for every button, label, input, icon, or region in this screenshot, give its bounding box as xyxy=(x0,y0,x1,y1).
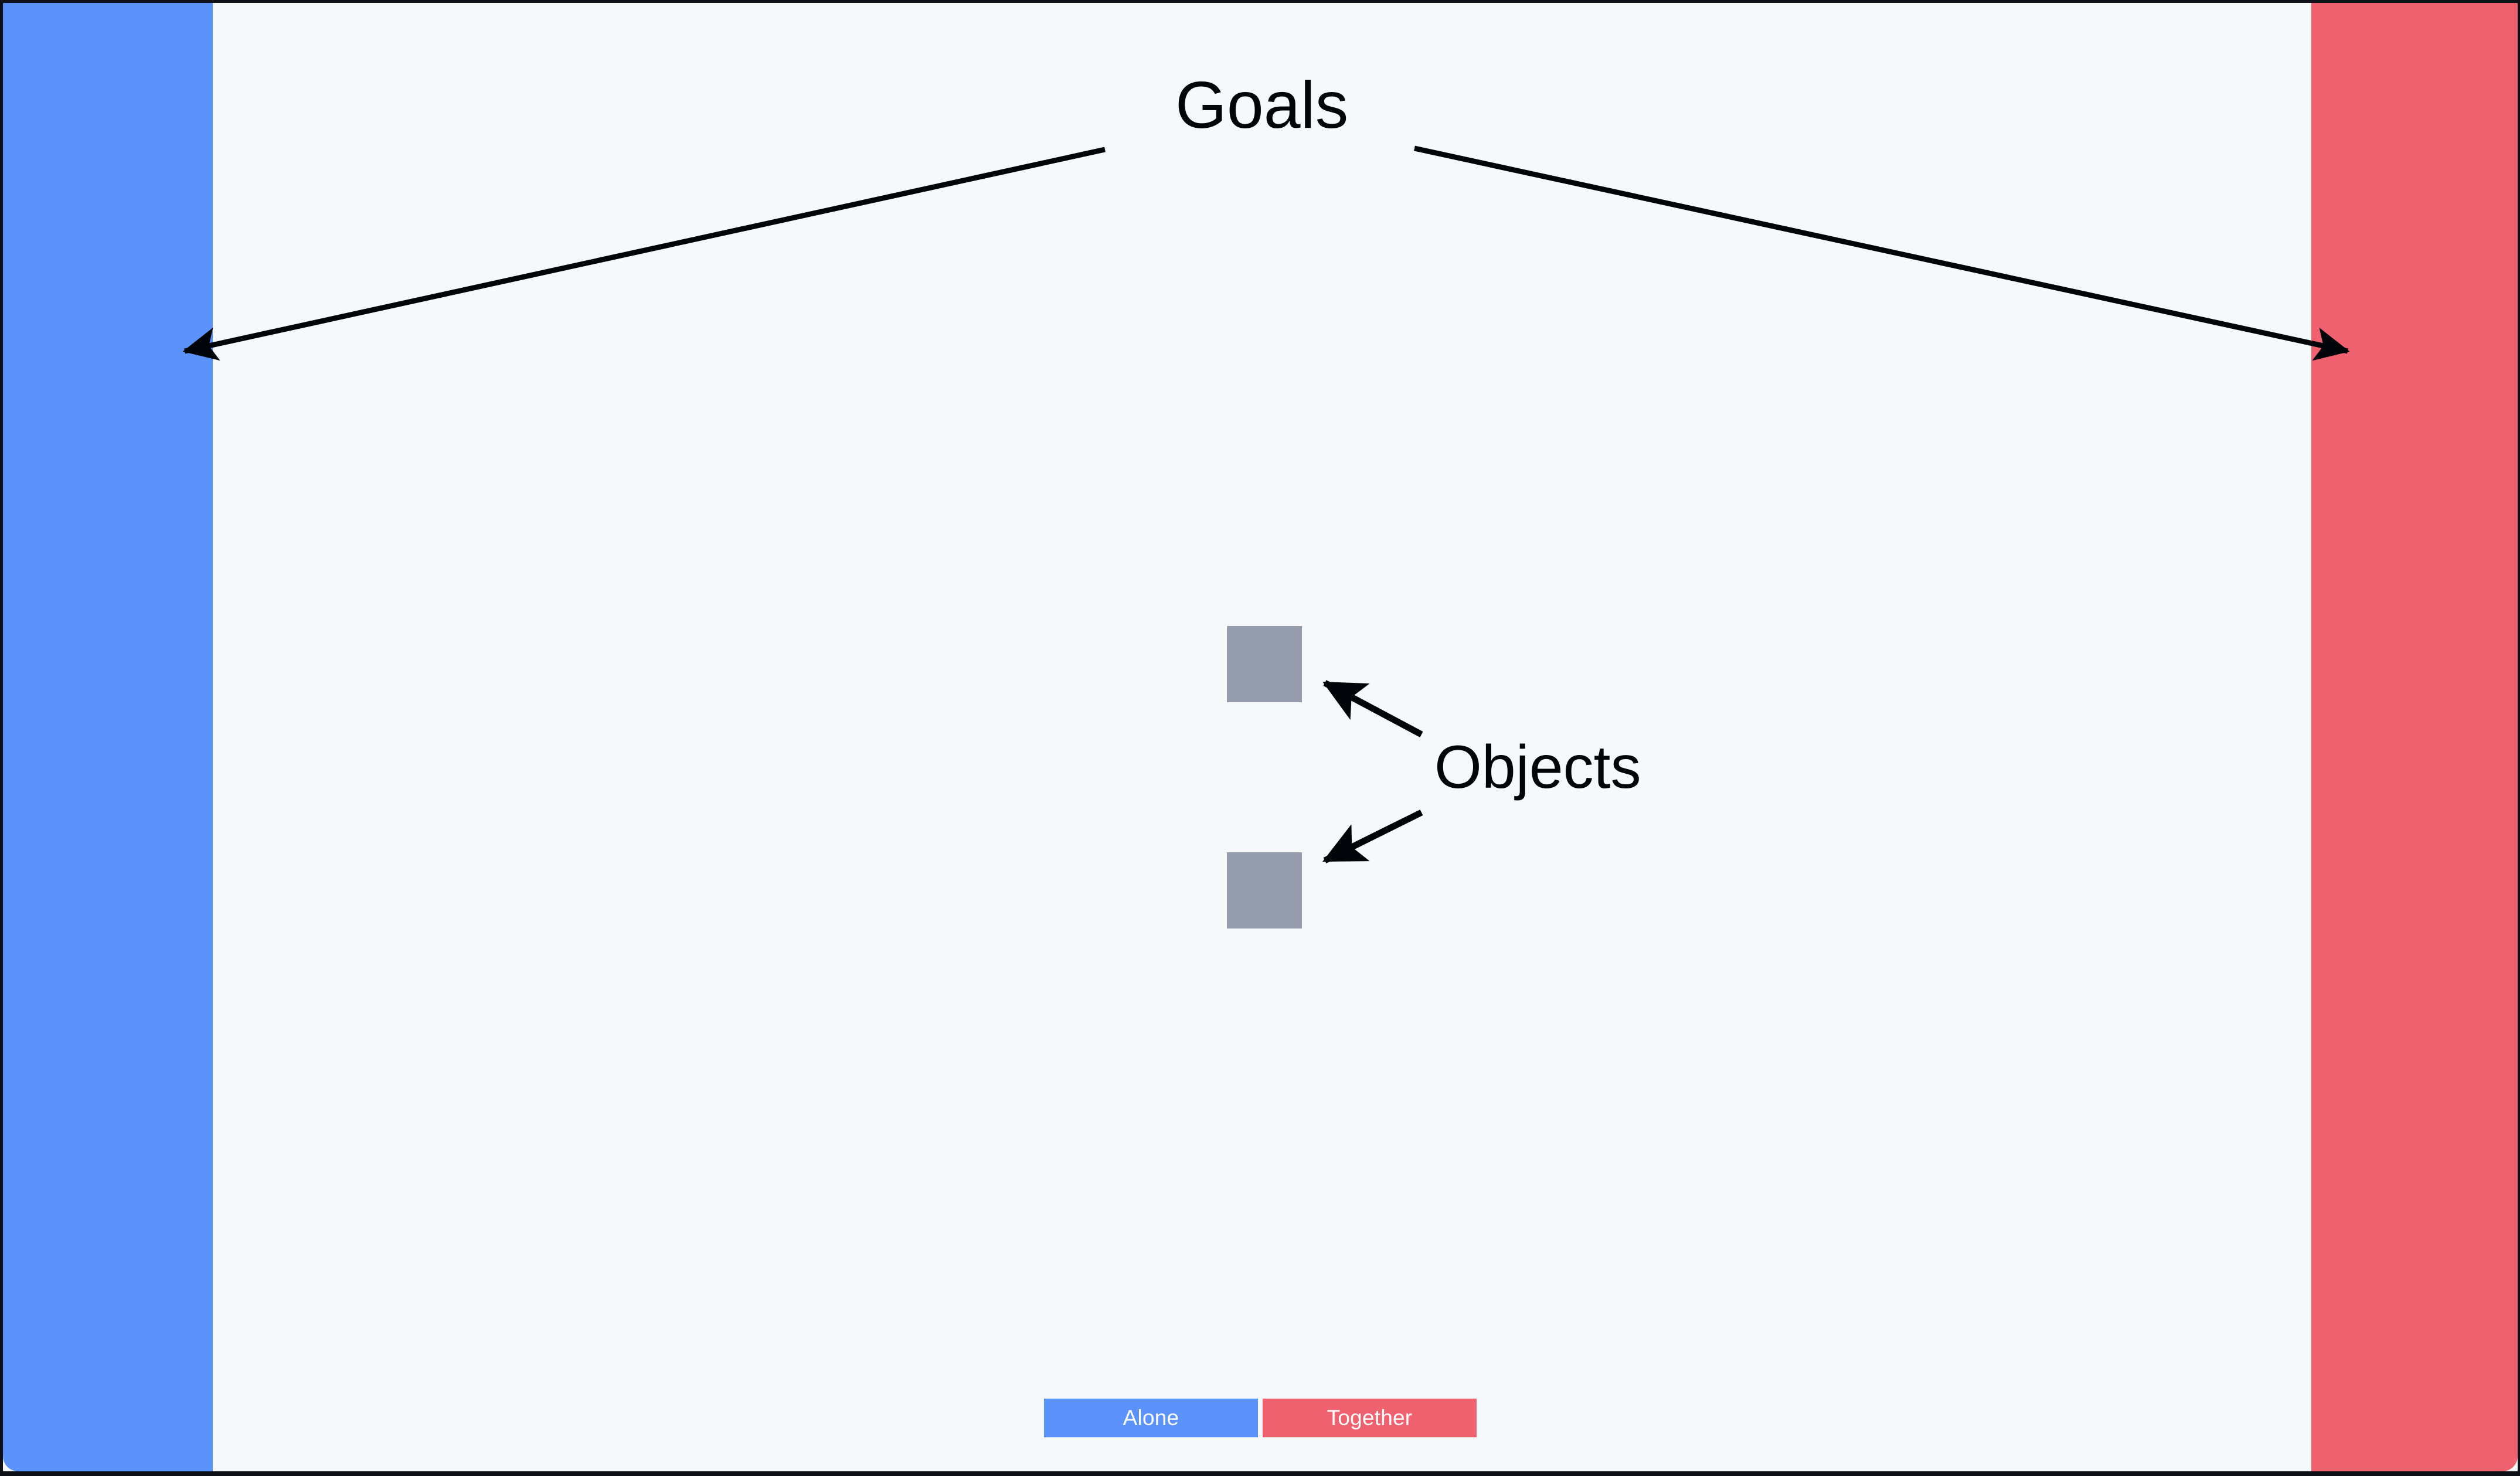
arrow-objects-to-square-1 xyxy=(1322,680,1423,737)
goals-annotation-label: Goals xyxy=(1175,68,1349,142)
object-square-2[interactable] xyxy=(1227,852,1302,929)
mode-control-bar: Alone Together xyxy=(3,1399,2518,1437)
alone-mode-button[interactable]: Alone xyxy=(1044,1399,1258,1437)
goal-zone-right xyxy=(2311,3,2518,1471)
objects-annotation-label: Objects xyxy=(1434,733,1641,801)
object-square-1[interactable] xyxy=(1227,626,1302,702)
annotation-arrow-layer xyxy=(182,145,2350,863)
goal-zone-left xyxy=(3,3,213,1471)
simulation-canvas[interactable]: Goals Objects Alone Together xyxy=(3,3,2518,1471)
arrow-goals-to-right-zone xyxy=(1414,145,2350,361)
together-mode-button[interactable]: Together xyxy=(1263,1399,1477,1437)
arrow-goals-to-left-zone xyxy=(182,147,1106,361)
arrow-objects-to-square-2 xyxy=(1322,810,1423,863)
